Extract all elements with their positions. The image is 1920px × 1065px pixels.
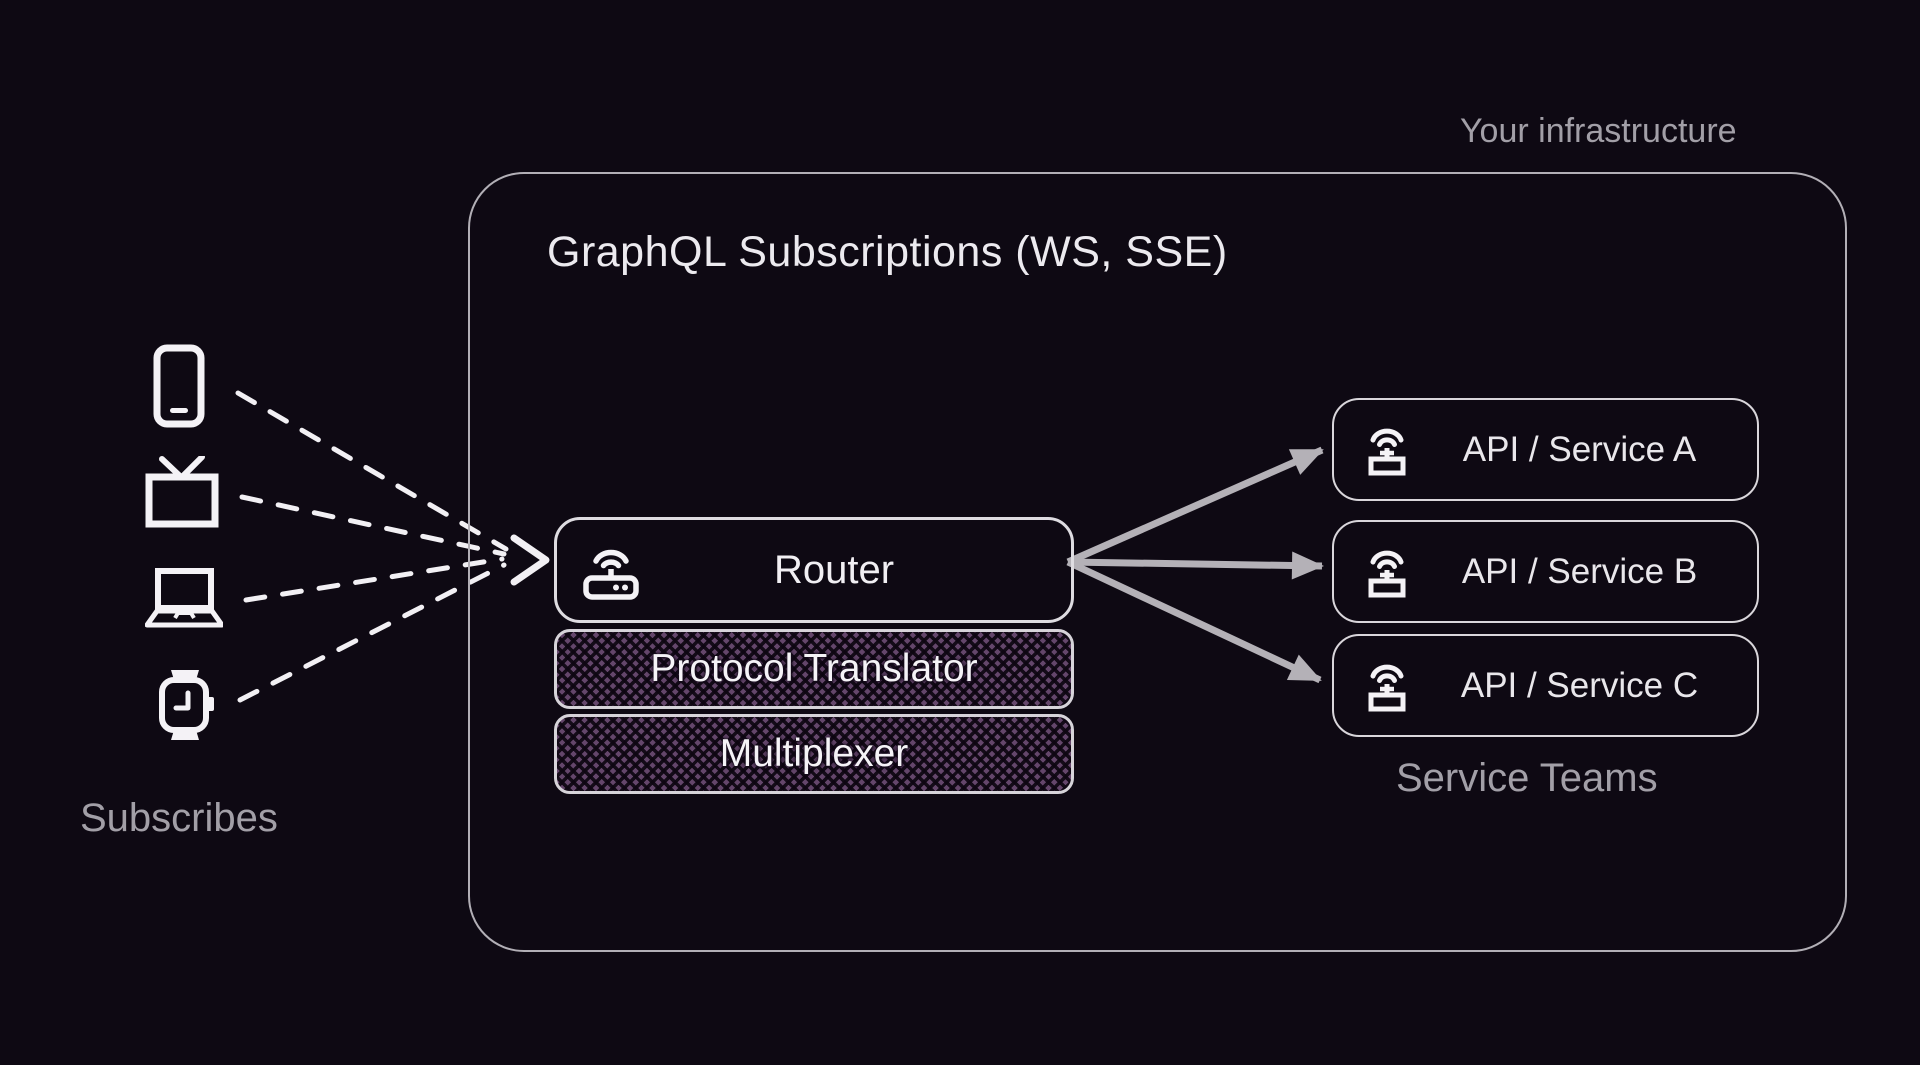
service-teams-label: Service Teams [1396, 756, 1658, 800]
service-b-label: API / Service B [1461, 551, 1698, 591]
multiplexer-node: Multiplexer [554, 714, 1074, 794]
service-c-label: API / Service C [1460, 665, 1699, 705]
laptop-icon [144, 568, 225, 637]
antenna-router-icon [1362, 545, 1412, 599]
smartphone-icon [153, 344, 205, 433]
service-c-node: API / Service C [1332, 634, 1759, 737]
infrastructure-label: Your infrastructure [1460, 112, 1737, 150]
service-a-label: API / Service A [1462, 429, 1697, 469]
antenna-router-icon [1362, 659, 1412, 713]
multiplexer-label: Multiplexer [719, 732, 909, 775]
protocol-translator-node: Protocol Translator [554, 629, 1074, 709]
subscribe-dashed-lines [235, 390, 509, 703]
antenna-router-icon [1362, 423, 1412, 477]
protocol-translator-label: Protocol Translator [650, 647, 978, 690]
smartwatch-icon [155, 668, 217, 747]
router-node: Router [554, 517, 1074, 623]
subscribes-label: Subscribes [80, 796, 278, 840]
router-label: Router [773, 547, 895, 592]
infrastructure-title: GraphQL Subscriptions (WS, SSE) [547, 228, 1228, 276]
router-icon [583, 542, 639, 605]
tv-icon [145, 454, 219, 533]
service-b-node: API / Service B [1332, 520, 1759, 623]
infrastructure-box: GraphQL Subscriptions (WS, SSE) Router P… [468, 172, 1847, 952]
service-a-node: API / Service A [1332, 398, 1759, 501]
